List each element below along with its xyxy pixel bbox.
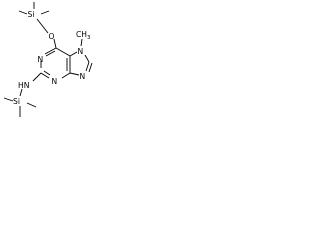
atom-si-bottom: Si xyxy=(13,97,20,106)
bond-c2-n3 xyxy=(40,72,50,79)
bond-c2-nh xyxy=(32,72,42,82)
atom-n3: N xyxy=(52,77,58,86)
atom-nh: HN xyxy=(18,81,29,90)
bond-si-o xyxy=(36,18,49,34)
bond-nh-si xyxy=(19,88,23,97)
molecule-structure: Si O N CH3 N N HN N Si xyxy=(3,2,93,117)
bond-c6-n1-double xyxy=(45,50,56,57)
bond-c8-n9 xyxy=(85,61,90,72)
atom-nh-n: N xyxy=(24,81,30,90)
bond-o-c6 xyxy=(53,38,57,49)
bond-n3-c4 xyxy=(61,72,71,79)
bond-n9-c4 xyxy=(69,72,80,76)
bond-c6-c5 xyxy=(55,47,71,57)
atom-o: O xyxy=(49,32,55,41)
bond-n7-c8 xyxy=(84,54,90,63)
bond-si2-methyl-left xyxy=(3,97,14,102)
atom-methyl-subscript: 3 xyxy=(87,35,91,41)
atom-n1: N xyxy=(38,55,44,64)
bond-si-methyl-right xyxy=(40,10,50,15)
bond-si2-methyl-right xyxy=(26,102,37,108)
bond-layer xyxy=(3,2,93,117)
atom-si-top: Si xyxy=(28,10,35,19)
atom-nh-h: H xyxy=(18,81,24,90)
bond-c6-n1 xyxy=(44,47,57,55)
atom-methyl-main: CH xyxy=(76,30,87,39)
bond-si-methyl-left xyxy=(18,10,28,15)
bond-c8-n9-double xyxy=(88,62,93,73)
atom-n9: N xyxy=(80,72,86,81)
bond-n7-methyl xyxy=(80,38,83,47)
atom-n7: N xyxy=(78,47,84,56)
bond-c5-n7 xyxy=(69,51,78,57)
atom-methyl: CH3 xyxy=(76,30,91,41)
atom-label-layer: Si O N CH3 N N HN N Si xyxy=(13,10,91,106)
bond-c2-n3-double xyxy=(43,70,51,76)
